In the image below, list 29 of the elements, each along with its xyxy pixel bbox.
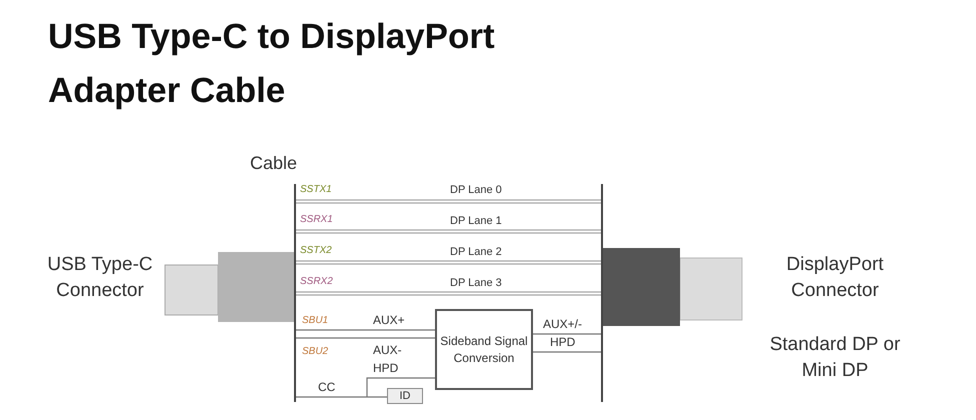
edge-label: AUX-	[373, 343, 402, 357]
lane-label: DP Lane 1	[450, 215, 502, 227]
connector-label: USB Type-C Connector	[46, 253, 154, 303]
id-box: ID	[387, 388, 423, 404]
edge-label: AUX+	[373, 313, 405, 327]
wire	[366, 377, 435, 397]
connector-label: DisplayPort Connector	[785, 253, 885, 303]
lane-label: DP Lane 0	[450, 184, 502, 196]
edge-label: HPD	[550, 335, 576, 349]
wire	[296, 329, 435, 331]
struck-signal-name: SSTX2	[300, 245, 332, 256]
cable-label: Cable	[250, 153, 298, 174]
wire	[296, 396, 387, 398]
edge-label: AUX+/-	[543, 317, 582, 331]
process-box: Sideband Signal Conversion	[435, 309, 533, 390]
struck-signal-name: SSRX1	[300, 214, 333, 225]
lane-label: DP Lane 3	[450, 277, 502, 289]
connector-label: Standard DP or Mini DP	[768, 333, 902, 383]
struck-signal-name: SBU2	[302, 346, 328, 357]
edge-label: CC	[318, 380, 336, 394]
wire	[533, 333, 601, 335]
struck-signal-name: SBU1	[302, 315, 328, 326]
wire	[533, 351, 601, 353]
wire	[296, 337, 435, 339]
lane-label: DP Lane 2	[450, 246, 502, 258]
struck-signal-name: SSTX1	[300, 184, 332, 195]
edge-label: HPD	[373, 361, 398, 375]
struck-signal-name: SSRX2	[300, 276, 333, 287]
title: USB Type-C to DisplayPort Adapter Cable	[48, 16, 496, 112]
